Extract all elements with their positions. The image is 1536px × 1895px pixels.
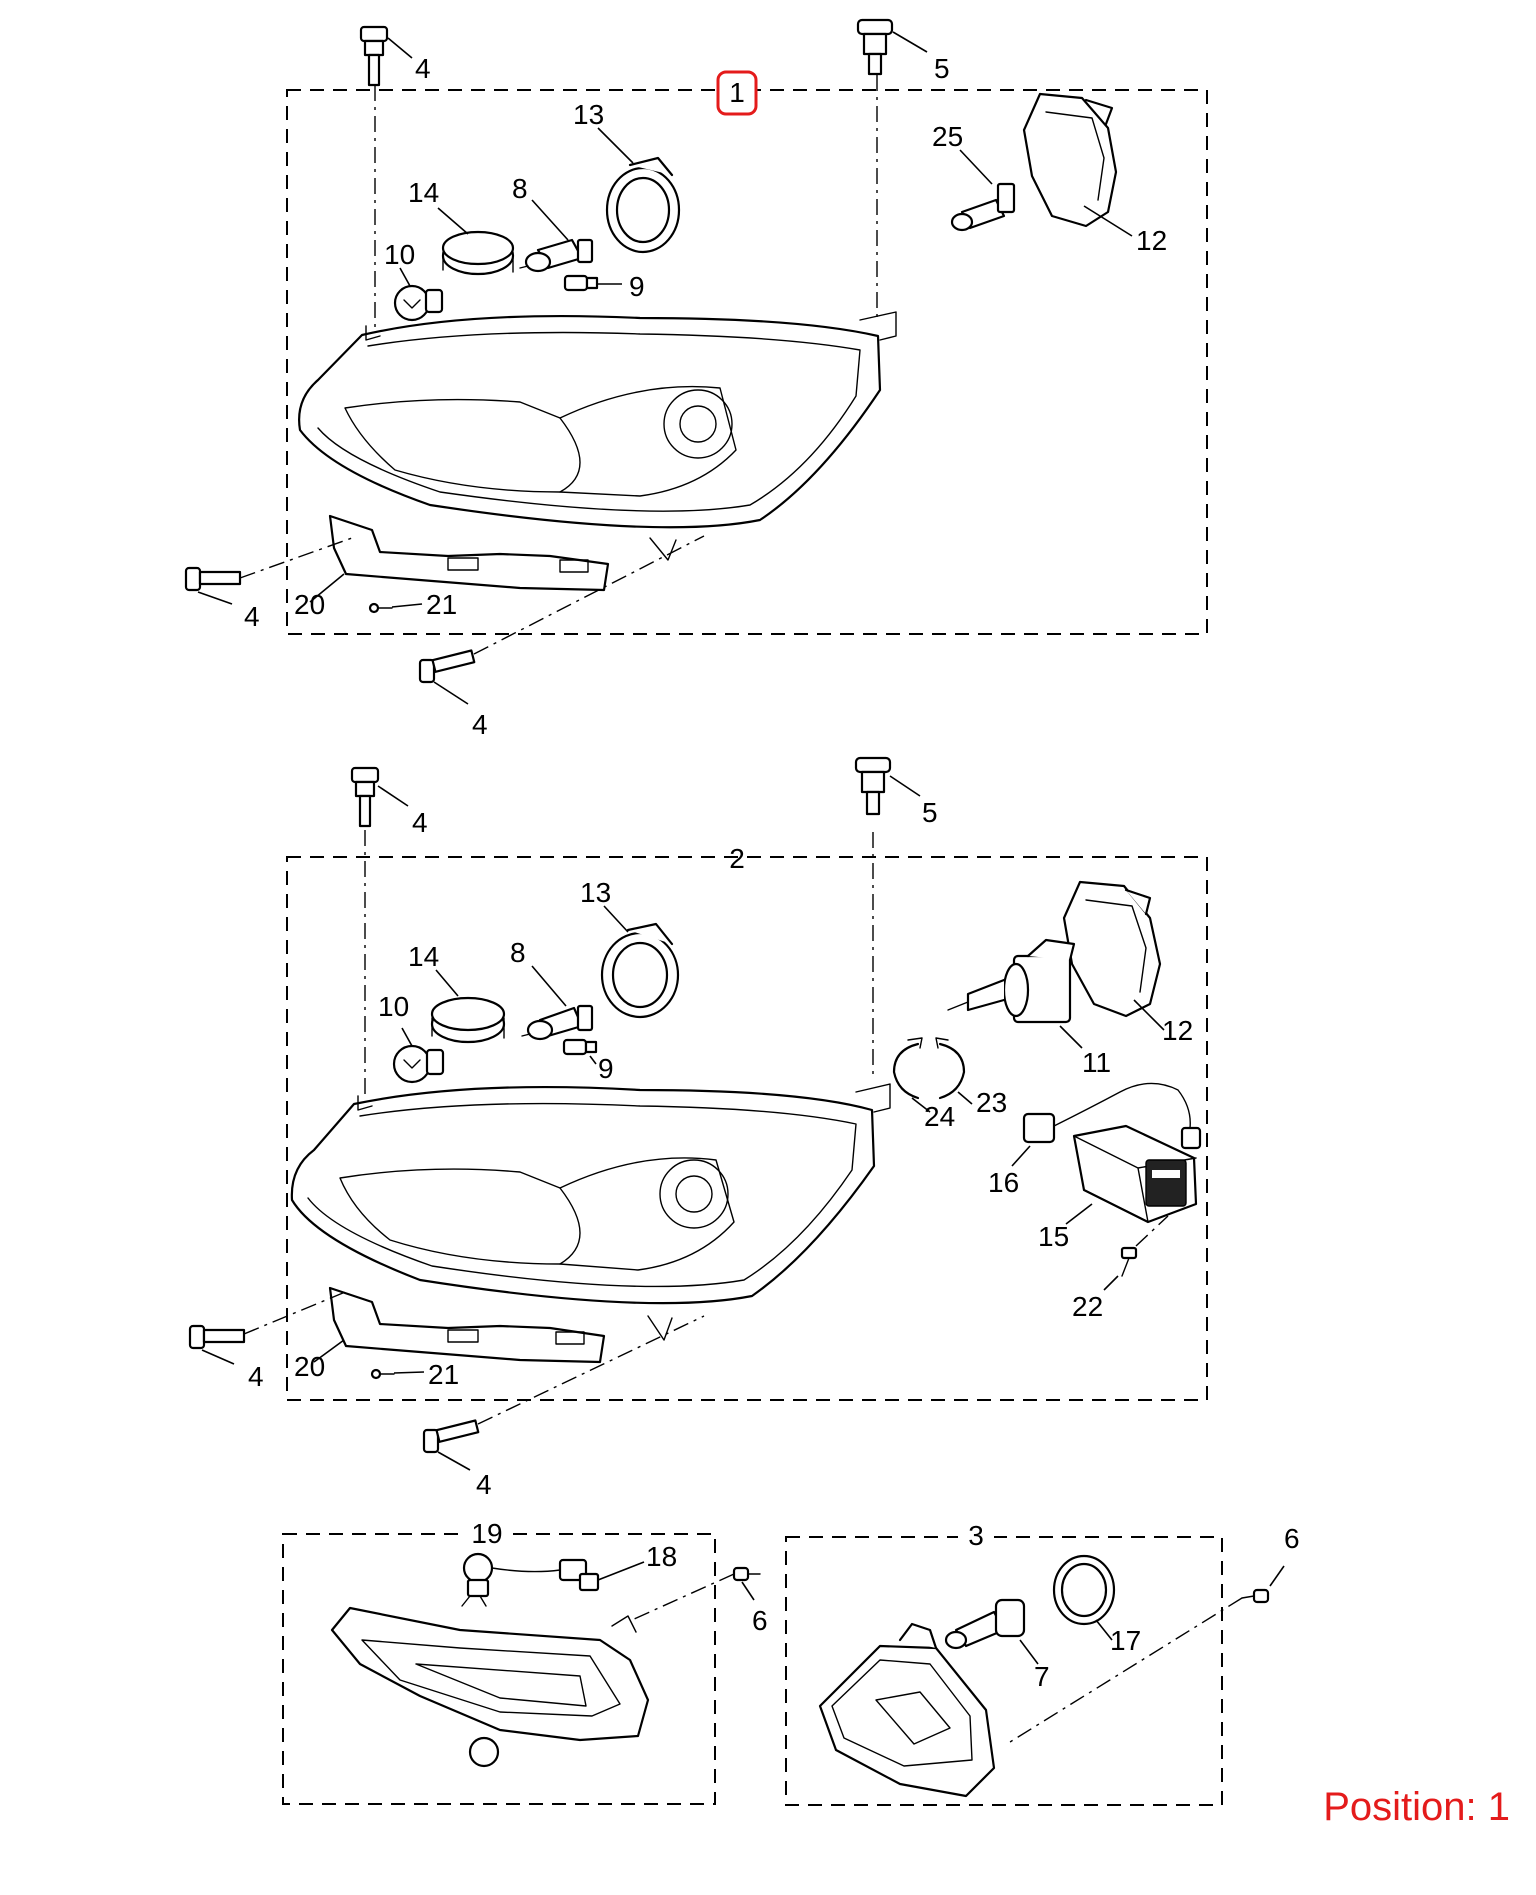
group-19: 19 18 6 bbox=[282, 1518, 768, 1805]
callout-8: 8 bbox=[512, 173, 528, 204]
callout-16: 16 bbox=[988, 1167, 1019, 1198]
callout-13: 13 bbox=[573, 99, 604, 130]
callout-4: 4 bbox=[412, 807, 428, 838]
headlamp-assembly-2[interactable] bbox=[290, 1083, 891, 1341]
bracket-20[interactable] bbox=[328, 1286, 606, 1364]
callout-9: 9 bbox=[629, 271, 645, 302]
bulb-8[interactable] bbox=[521, 1004, 594, 1041]
callout-12: 12 bbox=[1162, 1015, 1193, 1046]
bulb-25[interactable] bbox=[950, 182, 1016, 232]
bolt-4-left[interactable] bbox=[188, 1324, 246, 1350]
group-2: 2 4 5 13 bbox=[188, 756, 1208, 1500]
callout-20: 20 bbox=[294, 1351, 325, 1382]
callout-23: 23 bbox=[976, 1087, 1007, 1118]
group-3: 3 17 7 6 bbox=[785, 1520, 1300, 1806]
callout-11: 11 bbox=[1082, 1047, 1111, 1078]
callout-6: 6 bbox=[752, 1605, 768, 1636]
callout-21: 21 bbox=[428, 1359, 459, 1390]
callout-9: 9 bbox=[598, 1053, 614, 1084]
callout-5: 5 bbox=[922, 797, 938, 828]
callout-6: 6 bbox=[1284, 1523, 1300, 1554]
callout-13: 13 bbox=[580, 877, 611, 908]
callout-10: 10 bbox=[384, 239, 415, 270]
clip-23[interactable] bbox=[935, 1037, 966, 1100]
callout-7: 7 bbox=[1034, 1661, 1050, 1692]
position-label: Position: 1 bbox=[1323, 1785, 1510, 1829]
bolt-5[interactable] bbox=[856, 18, 894, 76]
seal-ring-17[interactable] bbox=[1052, 1554, 1116, 1626]
callout-24: 24 bbox=[924, 1101, 955, 1132]
bulb-9[interactable] bbox=[562, 1038, 598, 1056]
callout-21: 21 bbox=[426, 589, 457, 620]
screw-6-right[interactable] bbox=[1241, 1588, 1270, 1604]
connector-16[interactable] bbox=[1022, 1082, 1202, 1150]
callout-4: 4 bbox=[244, 601, 260, 632]
bulb-ring-14[interactable] bbox=[441, 230, 515, 276]
callout-17: 17 bbox=[1110, 1625, 1141, 1656]
callout-4: 4 bbox=[248, 1361, 264, 1392]
fog-lamp-19[interactable] bbox=[330, 1606, 650, 1768]
headlamp-assembly-1[interactable] bbox=[298, 311, 897, 561]
callout-1[interactable]: 1 bbox=[729, 77, 745, 108]
callout-25: 25 bbox=[932, 121, 963, 152]
ballast-module-15[interactable] bbox=[1072, 1124, 1198, 1224]
group-3-frame bbox=[785, 1536, 1223, 1806]
callout-22: 22 bbox=[1072, 1291, 1103, 1322]
bulb-cover-ring-13[interactable] bbox=[605, 156, 681, 254]
xenon-bulb-11[interactable] bbox=[947, 938, 1076, 1024]
callout-20: 20 bbox=[294, 589, 325, 620]
bulb-8[interactable] bbox=[519, 238, 594, 273]
clip-24[interactable] bbox=[892, 1037, 923, 1100]
group-2-frame bbox=[286, 856, 1208, 1401]
bolt-4-bottom[interactable] bbox=[422, 1419, 480, 1454]
bolt-4-top[interactable] bbox=[350, 766, 380, 828]
bulb-10[interactable] bbox=[393, 284, 444, 322]
group-1: 1 4 5 13 bbox=[184, 18, 1208, 740]
bulb-7[interactable] bbox=[944, 1598, 1026, 1650]
bulb-9[interactable] bbox=[563, 274, 599, 292]
callout-1-highlight[interactable] bbox=[716, 70, 758, 116]
callout-4: 4 bbox=[415, 53, 431, 84]
rear-cover-12[interactable] bbox=[1062, 880, 1162, 1018]
callout-2[interactable]: 2 bbox=[729, 843, 745, 874]
bulb-harness-18[interactable] bbox=[461, 1552, 600, 1607]
callout-5: 5 bbox=[934, 53, 950, 84]
bulb-cover-ring-13[interactable] bbox=[600, 922, 680, 1019]
bolt-4-left[interactable] bbox=[184, 566, 242, 592]
callout-19[interactable]: 19 bbox=[471, 1518, 502, 1549]
callout-10: 10 bbox=[378, 991, 409, 1022]
callout-4: 4 bbox=[472, 709, 488, 740]
bolt-4-top[interactable] bbox=[359, 25, 389, 87]
screw-22[interactable] bbox=[1120, 1246, 1138, 1277]
callout-15: 15 bbox=[1038, 1221, 1069, 1252]
callout-12: 12 bbox=[1136, 225, 1167, 256]
callout-4: 4 bbox=[476, 1469, 492, 1500]
bolt-5[interactable] bbox=[854, 756, 892, 816]
callout-8: 8 bbox=[510, 937, 526, 968]
callout-18: 18 bbox=[646, 1541, 677, 1572]
screw-6-left[interactable] bbox=[732, 1566, 761, 1582]
bulb-ring-14[interactable] bbox=[430, 996, 506, 1044]
bolt-4-bottom[interactable] bbox=[418, 649, 476, 684]
callout-3[interactable]: 3 bbox=[968, 1520, 984, 1551]
bracket-20[interactable] bbox=[328, 514, 610, 592]
screw-21[interactable] bbox=[368, 602, 393, 614]
corner-lamp-3[interactable] bbox=[818, 1622, 996, 1798]
screw-21[interactable] bbox=[370, 1368, 395, 1380]
callout-14: 14 bbox=[408, 941, 439, 972]
rear-cover-12[interactable] bbox=[1022, 92, 1118, 228]
callout-14: 14 bbox=[408, 177, 439, 208]
bulb-10[interactable] bbox=[392, 1044, 445, 1084]
